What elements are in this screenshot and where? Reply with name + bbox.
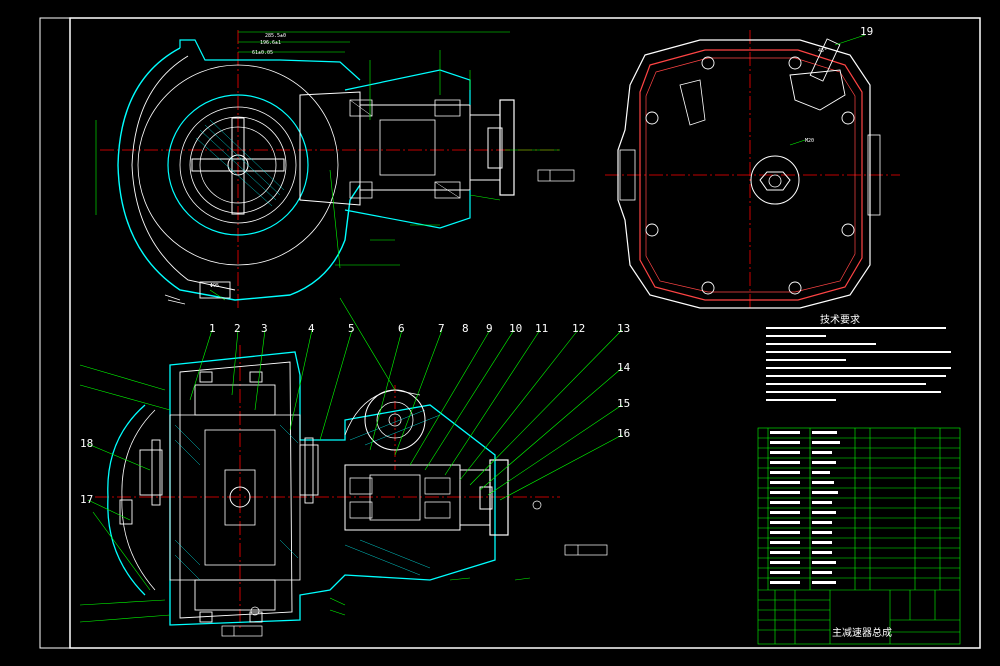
- title-block: [757, 427, 961, 645]
- drawing-title: 主减速器总成: [832, 628, 892, 639]
- top-left-section-view: 285.5±0 196.6±1 61±0.05 Φ95: [95, 30, 575, 310]
- technical-requirements-marks: [766, 327, 951, 401]
- part-number-15: 15: [617, 397, 631, 410]
- bottom-left-assembly-view: [79, 297, 623, 637]
- part-number-11: 11: [535, 322, 549, 335]
- part-number-2: 2: [234, 322, 241, 335]
- svg-text:M20: M20: [805, 138, 814, 144]
- part-number-5: 5: [348, 322, 355, 335]
- part-number-8: 8: [462, 322, 469, 335]
- parts-list-marks: [770, 431, 840, 584]
- part-number-7: 7: [438, 322, 445, 335]
- part-number-18: 18: [80, 437, 94, 450]
- top-right-cover-view: M20 45°: [605, 30, 900, 310]
- svg-text:285.5±0: 285.5±0: [265, 33, 286, 39]
- svg-text:61±0.05: 61±0.05: [252, 50, 273, 56]
- part-number-19: 19: [860, 25, 874, 38]
- part-number-10: 10: [509, 322, 523, 335]
- part-number-16: 16: [617, 427, 631, 440]
- part-number-17: 17: [80, 493, 94, 506]
- part-number-3: 3: [261, 322, 268, 335]
- sheet-border-inner: [69, 17, 981, 649]
- part-number-14: 14: [617, 361, 631, 374]
- svg-text:196.6±1: 196.6±1: [260, 40, 281, 46]
- part-number-4: 4: [308, 322, 315, 335]
- part-number-12: 12: [572, 322, 586, 335]
- svg-text:Φ95: Φ95: [210, 283, 219, 289]
- technical-requirements-title: 技术要求: [820, 315, 860, 326]
- part-number-1: 1: [209, 322, 216, 335]
- part-number-9: 9: [486, 322, 493, 335]
- part-number-13: 13: [617, 322, 631, 335]
- svg-text:45°: 45°: [818, 48, 827, 54]
- part-number-6: 6: [398, 322, 405, 335]
